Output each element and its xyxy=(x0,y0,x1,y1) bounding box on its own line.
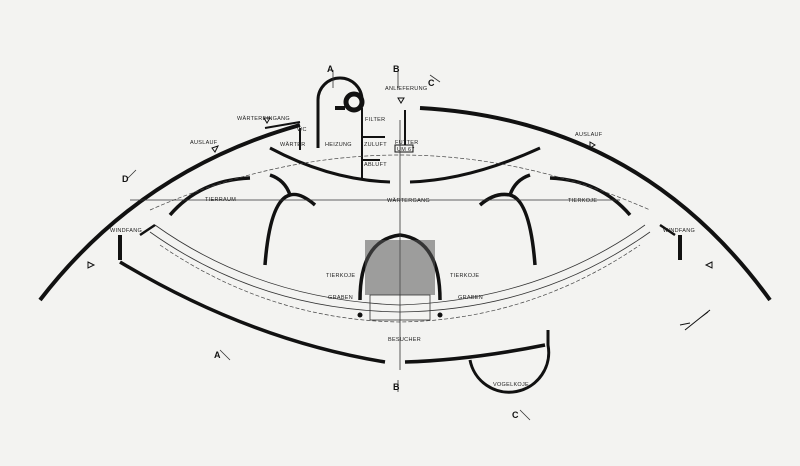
label-tierkoje-right: TIERKOJE xyxy=(568,198,597,204)
label-tierraum: TIERRAUM xyxy=(205,197,236,203)
label-graben-left: GRABEN xyxy=(328,295,353,301)
label-tierkoje-center-left: TIERKOJE xyxy=(326,273,355,279)
label-auslauf-right: AUSLAUF xyxy=(575,132,603,138)
section-mark-c-top: C xyxy=(428,78,435,88)
label-windfang-left: WINDFANG xyxy=(110,228,142,234)
label-vogelkoje: VOGELKOJE xyxy=(493,382,529,388)
inner-wall xyxy=(269,146,541,184)
label-windfang-right: WINDFANG xyxy=(663,228,695,234)
label-anlieferung: ANLIEFERUNG xyxy=(385,86,427,92)
heating-room xyxy=(316,76,364,148)
arch-left xyxy=(168,173,317,266)
section-mark-d: D xyxy=(122,174,129,184)
section-mark-b-bottom: B xyxy=(393,382,400,392)
label-heizung: HEIZUNG xyxy=(325,142,352,148)
label-futter-sub: UM 67 xyxy=(397,147,415,153)
label-zuluft: ZULUFT xyxy=(364,142,387,148)
label-waertereingang: WÄRTEREINGANG xyxy=(237,115,290,122)
label-filter: FILTER xyxy=(365,117,385,123)
hatched-pool xyxy=(365,240,435,295)
label-futter: FUTTER xyxy=(395,140,419,146)
label-auslauf-left: AUSLAUF xyxy=(190,140,218,146)
section-mark-a-bottom: A xyxy=(214,350,221,360)
label-abluft: ABLUFT xyxy=(364,162,387,168)
bottom-wall xyxy=(119,260,546,364)
label-graben-right: GRABEN xyxy=(458,295,483,301)
arch-right xyxy=(478,173,632,266)
section-mark-a-top: A xyxy=(327,64,334,74)
label-waerter: WÄRTER xyxy=(280,141,306,148)
label-besucher: BESUCHER xyxy=(388,337,421,343)
vogelkoje-wall xyxy=(468,330,551,394)
label-tierkoje-center-right: TIERKOJE xyxy=(450,273,479,279)
label-wc: WC xyxy=(297,127,307,133)
outer-wall xyxy=(38,106,772,302)
section-mark-b-top: B xyxy=(393,64,400,74)
label-waertergang: WÄRTERGANG xyxy=(387,197,430,204)
section-mark-c-bottom: C xyxy=(512,410,519,420)
